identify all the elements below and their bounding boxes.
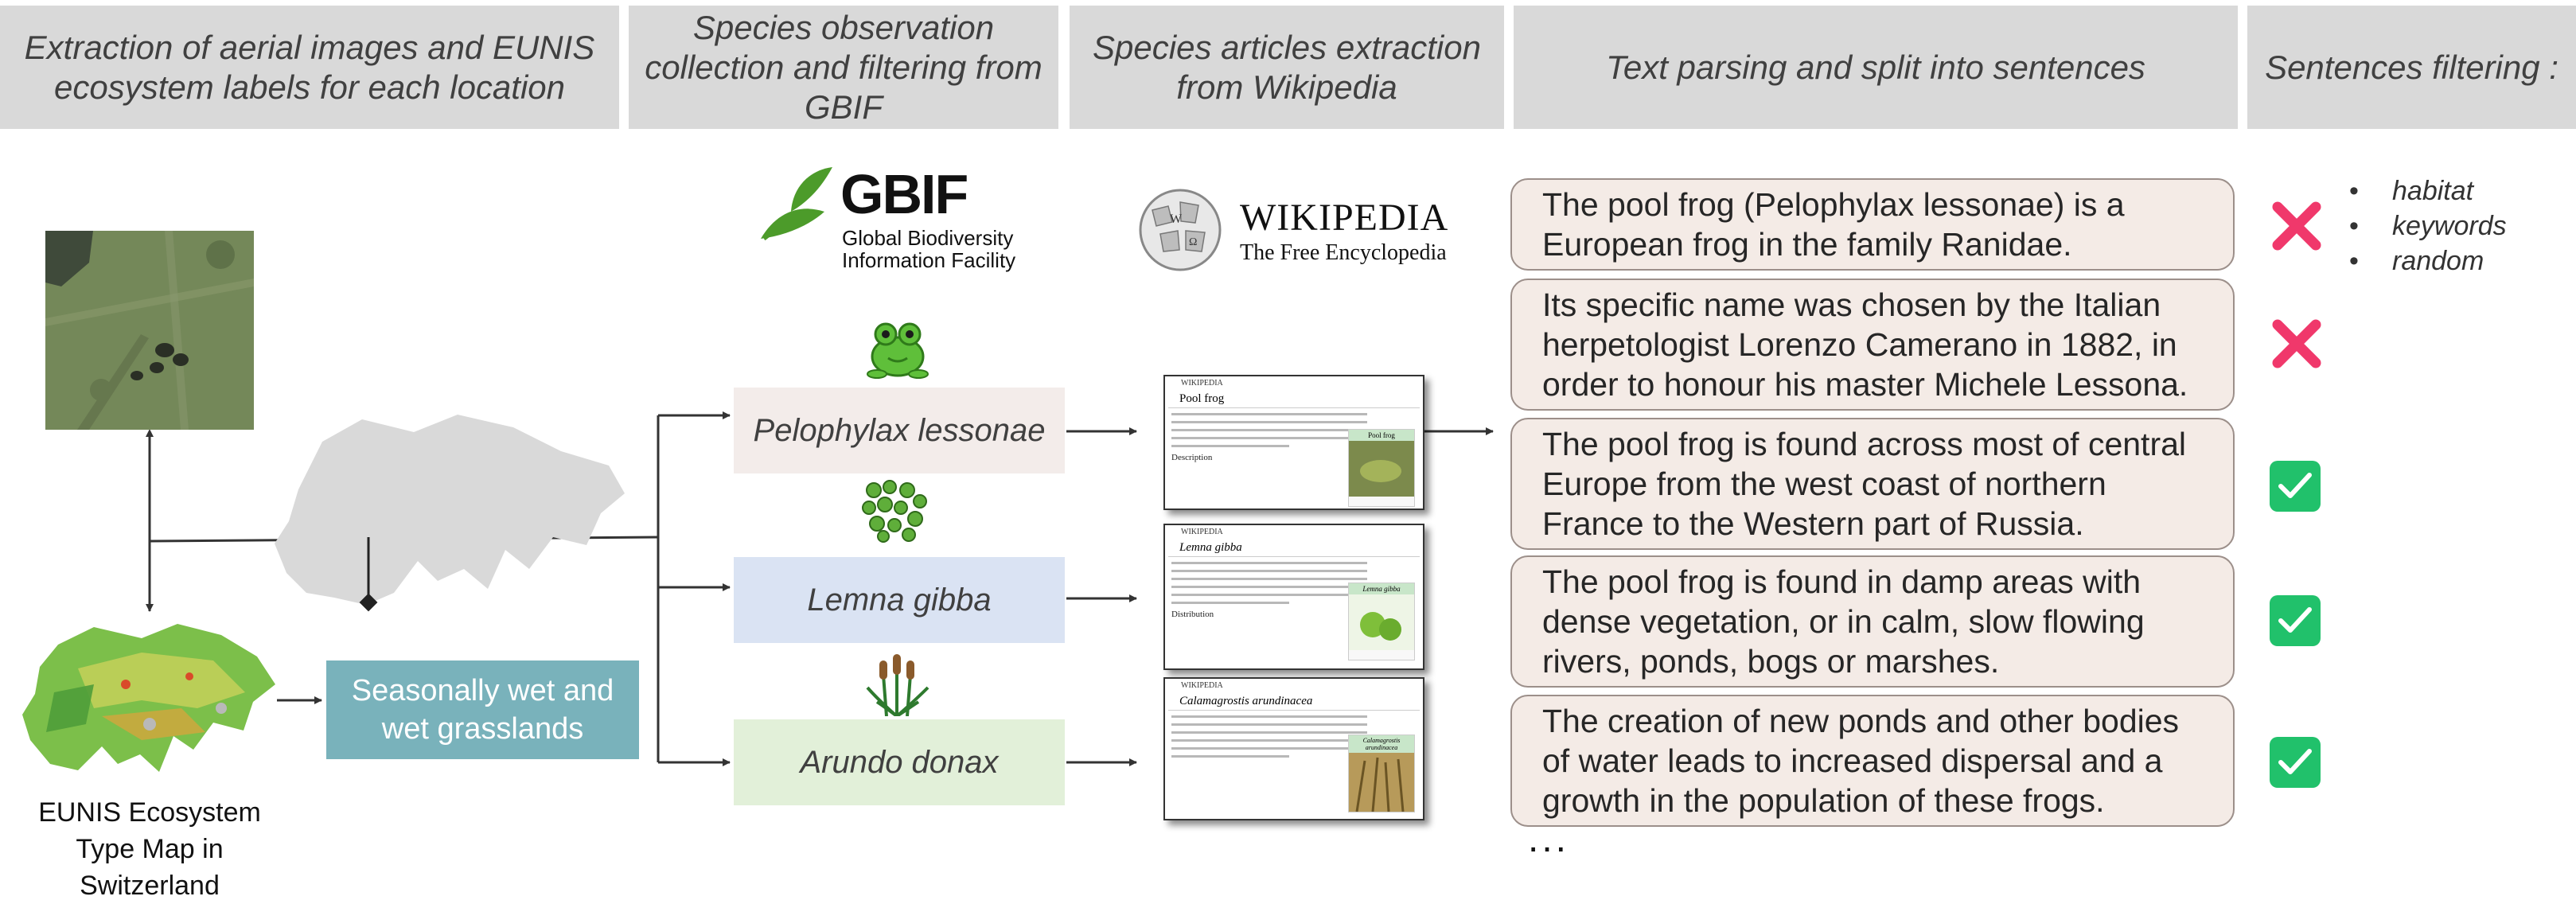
wiki-article-section: Distribution (1171, 610, 1214, 619)
header-gbif: Species observation collection and filte… (629, 6, 1058, 129)
sentence-4: The pool frog is found in damp areas wit… (1510, 555, 2235, 688)
reject-icon (2272, 319, 2321, 368)
wiki-infobox-caption: Pool frog (1349, 430, 1414, 441)
wikipedia-logo: W Ω WIKIPEDIA The Free Encyclopedia (1136, 186, 1455, 274)
sentence-2: Its specific name was chosen by the Ital… (1510, 279, 2235, 411)
wiki-article-infobox: Pool frog (1348, 429, 1415, 507)
wiki-article-section: Description (1171, 453, 1213, 462)
reed-photo (1349, 753, 1414, 812)
filter-criterion-random: random (2343, 244, 2574, 279)
wiki-infobox-caption: Calamagrostis arundinacea (1349, 735, 1414, 753)
frog-icon (867, 322, 929, 379)
wiki-article-pool-frog: WIKIPEDIA Pool frog Description Pool fro… (1163, 375, 1424, 510)
wiki-infobox-caption: Lemna gibba (1349, 583, 1414, 594)
wiki-article-brand: WIKIPEDIA (1181, 379, 1223, 388)
switzerland-location-map (275, 415, 625, 612)
aerial-image (45, 231, 254, 430)
wiki-article-calamagrostis: WIKIPEDIA Calamagrostis arundinacea Cala… (1163, 677, 1424, 820)
gbif-wordmark: GBIF (840, 163, 968, 225)
duckweed-icon (862, 480, 927, 543)
wikipedia-tagline: The Free Encyclopedia (1240, 240, 1447, 265)
wiki-article-text (1171, 413, 1367, 447)
wiki-article-title: Lemna gibba (1168, 536, 1420, 557)
wiki-article-infobox: Calamagrostis arundinacea (1348, 734, 1415, 812)
filter-criteria-list: habitat keywords random (2343, 173, 2574, 279)
wiki-article-text (1171, 562, 1367, 604)
species-arundo-donax: Arundo donax (734, 719, 1065, 805)
wiki-article-brand: WIKIPEDIA (1181, 681, 1223, 690)
species-pelophylax-lessonae: Pelophylax lessonae (734, 388, 1065, 473)
svg-text:Ω: Ω (1189, 236, 1197, 248)
frog-photo (1349, 441, 1414, 497)
header-aerial-eunis: Extraction of aerial images and EUNIS ec… (0, 6, 619, 129)
accept-icon (2270, 595, 2321, 646)
wikipedia-globe-icon: W Ω (1139, 189, 1222, 271)
wiki-article-title: Pool frog (1168, 388, 1420, 408)
wiki-article-infobox: Lemna gibba (1348, 583, 1415, 660)
accept-icon (2270, 737, 2321, 788)
wikipedia-wordmark: WIKIPEDIA (1240, 197, 1449, 239)
sentence-3: The pool frog is found across most of ce… (1510, 418, 2235, 550)
header-parsing: Text parsing and split into sentences (1514, 6, 2238, 129)
ecosystem-label: Seasonally wet and wet grasslands (326, 660, 639, 759)
lemna-photo (1349, 594, 1414, 650)
gbif-logo: GBIF Global Biodiversity Information Fac… (753, 156, 1039, 275)
gbif-subtitle-2: Information Facility (842, 248, 1016, 272)
header-wikipedia: Species articles extraction from Wikiped… (1070, 6, 1504, 129)
wiki-article-lemna-gibba: WIKIPEDIA Lemna gibba Distribution Lemna… (1163, 524, 1424, 670)
reject-icon (2272, 201, 2321, 251)
sentence-5: The creation of new ponds and other bodi… (1510, 695, 2235, 827)
sentence-1: The pool frog (Pelophylax lessonae) is a… (1510, 178, 2235, 271)
accept-icon (2270, 461, 2321, 512)
reed-icon (866, 654, 929, 716)
gbif-subtitle-1: Global Biodiversity (842, 226, 1014, 250)
filter-criterion-keywords: keywords (2343, 208, 2574, 244)
wiki-article-title: Calamagrostis arundinacea (1168, 690, 1420, 711)
wiki-article-text (1171, 715, 1367, 758)
filter-criterion-habitat: habitat (2343, 173, 2574, 208)
svg-text:W: W (1170, 212, 1183, 226)
more-sentences-ellipsis: ... (1528, 818, 1570, 860)
species-lemna-gibba: Lemna gibba (734, 557, 1065, 643)
wiki-article-brand: WIKIPEDIA (1181, 528, 1223, 536)
gbif-leaf-icon (761, 167, 832, 241)
eunis-ecosystem-map (22, 624, 275, 772)
eunis-map-caption: EUNIS Ecosystem Type Map in Switzerland (38, 797, 261, 901)
header-filtering: Sentences filtering : (2247, 6, 2576, 129)
